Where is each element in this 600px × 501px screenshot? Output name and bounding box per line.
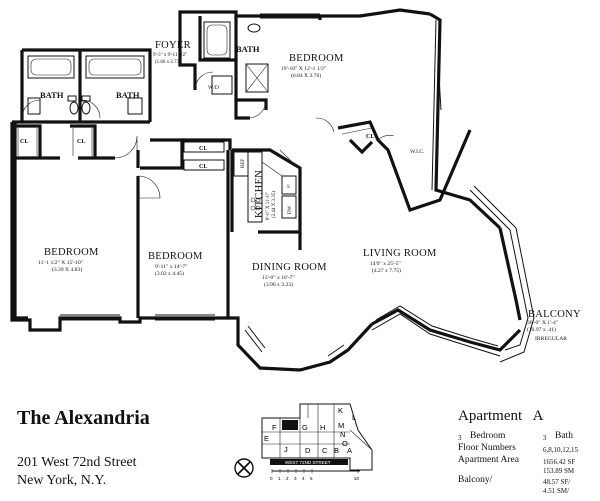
key-letter-c: C (322, 446, 328, 455)
s-label: S (287, 185, 290, 190)
left-bedroom-dims: 11'-1 1/2" X 15'-10" (38, 260, 83, 266)
room-labels: FOYER 9'-3" x 9'-11 1/2" (1.66 x 2.73) B… (38, 40, 581, 342)
closet-label-3: CL (199, 146, 207, 152)
key-letter-m: M (338, 421, 344, 430)
balcony-dims: 36'-0" X 1'-4" (527, 320, 558, 326)
bath-label-right: BATH (116, 90, 140, 100)
walls (10, 8, 535, 372)
kitchen-label: KITCHEN (254, 170, 265, 218)
key-letter-g: G (302, 423, 308, 432)
floor-numbers-value: 6,8,10,12,15 (543, 446, 578, 454)
bedroom-label: Bedroom (470, 431, 506, 441)
apartment-area-label: Apartment Area (458, 455, 519, 465)
kitchen-dims: 8'-0" X 11'-0" (266, 192, 271, 220)
key-letter-k: K (338, 406, 343, 415)
closet-label-2: CL (77, 139, 85, 145)
windows (12, 13, 442, 363)
apartment-title: Apartment A (458, 408, 544, 424)
key-letter-b: B (334, 446, 339, 455)
mid-bedroom-metric: (3.02 x 4.45) (155, 270, 184, 277)
wd-label: W/D (208, 85, 219, 91)
mid-bedroom-label: BEDROOM (148, 251, 203, 262)
foyer-label: FOYER (155, 40, 191, 51)
wic-label: W.I.C. (410, 149, 425, 155)
dw-label: DW (288, 205, 293, 214)
scale-tick-10: 10 (354, 476, 360, 481)
bath-count: 3 (543, 434, 547, 442)
key-letter-l: L (352, 413, 356, 422)
scale-tick-1: 1 (278, 476, 281, 481)
living-room-label: LIVING ROOM (363, 248, 437, 259)
floor-numbers-label: Floor Numbers (458, 443, 516, 453)
left-bedroom-label: BEDROOM (44, 247, 99, 258)
foyer-dims: 9'-3" x 9'-11 1/2" (153, 53, 187, 58)
dining-room-metric: (3.96 x 3.23) (264, 281, 293, 288)
fixture-labels: BATH BATH BATH CL CL CL CL CL W.I.C. W/D… (20, 44, 425, 214)
left-bedroom-metric: (3.39 X 4.83) (52, 266, 82, 273)
bath-label: Bath (555, 431, 573, 441)
balcony-area-label: Balcony/ (458, 475, 493, 485)
key-letter-j: J (284, 445, 288, 454)
bedroom-count: 3 (458, 434, 462, 442)
building-name: The Alexandria (17, 407, 150, 429)
scale-tick-2: 2 (286, 476, 289, 481)
kitchen-metric: (2.44 X 3.35) (272, 191, 277, 218)
key-letter-h: H (320, 423, 325, 432)
kitchen-fixtures (233, 149, 301, 223)
balcony-note: IRREGULAR (535, 336, 567, 342)
compass-icon (234, 458, 254, 478)
key-letter-d: D (305, 446, 311, 455)
scale-tick-4: 4 (302, 476, 305, 481)
master-bedroom-dims: 19'-10" X 12'-1 1/2" (281, 66, 326, 72)
apartment-area-sf: 1656.42 SF (543, 458, 576, 466)
closet-label-1: CL (20, 139, 28, 145)
master-bedroom-metric: (6.04 X 3.70) (291, 72, 321, 79)
scale-tick-0: 0 (270, 476, 273, 481)
key-letter-a: A (347, 446, 352, 455)
doors (21, 71, 395, 199)
apartment-area-sm: 153.89 SM (543, 467, 575, 475)
bath-fixtures (27, 21, 269, 115)
foyer-metric: (1.66 x 2.73) (155, 60, 181, 65)
scale-tick-3: 3 (294, 476, 297, 481)
key-letter-f: F (272, 423, 277, 432)
balcony-area-sf: 48.57 SF/ (543, 478, 571, 486)
master-bedroom-label: BEDROOM (289, 53, 344, 64)
scale-tick-5: 5 (310, 476, 313, 481)
mid-bedroom-dims: 9'-11" x 14'-7" (155, 264, 187, 270)
key-plan: K L F G H M N O E D C B A J WEST 72ND ST… (261, 403, 373, 481)
dining-room-dims: 13'-0" x 10'-7" (262, 275, 295, 281)
balcony-label: BALCONY (528, 309, 581, 320)
closet-shelves (17, 127, 373, 171)
key-letter-o: O (342, 439, 348, 448)
closet-label-5: CL (366, 134, 374, 140)
balcony-metric: (10.97 x .41) (527, 326, 556, 333)
living-room-dims: 14'0" x 25'-5" (370, 261, 401, 267)
living-room-metric: (4.27 x 7.75) (372, 267, 401, 274)
bath-label-left: BATH (40, 90, 64, 100)
key-letter-n: N (340, 430, 345, 439)
bath-label-master: BATH (236, 44, 260, 54)
dining-room-label: DINING ROOM (252, 262, 327, 273)
address-line-2: New York, N.Y. (17, 473, 107, 488)
balcony-area-sm: 4.51 SM/ (543, 487, 570, 495)
address-line-1: 201 West 72nd Street (17, 455, 137, 470)
key-street-label: WEST 72ND STREET (285, 460, 331, 465)
ref-label: REF (241, 159, 246, 168)
closet-label-4: CL (199, 164, 207, 170)
key-letter-e: E (264, 434, 269, 443)
